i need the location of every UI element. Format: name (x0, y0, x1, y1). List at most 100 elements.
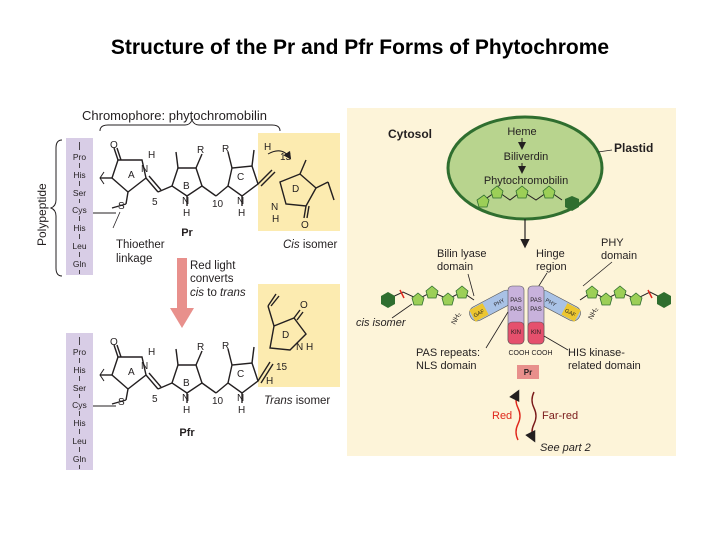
pentagon-ring (585, 285, 599, 299)
heme-label: Heme (507, 126, 536, 138)
atom-o: O (301, 220, 309, 231)
amino-acid: Gln (73, 454, 87, 464)
amino-acid: Cys (72, 400, 87, 410)
atom-s: S (118, 397, 125, 408)
gaf-label: GAF (563, 308, 576, 319)
amino-acid: Gln (73, 259, 87, 269)
pentagon-ring (411, 292, 425, 306)
far-red-label: Far-red (542, 410, 578, 422)
pr-amino-acids: Pro His Ser Cys His Leu Gln (72, 152, 87, 269)
conversion-arrow-shaft (177, 258, 187, 310)
pentagon-ring (476, 194, 490, 208)
pentagon-ring (599, 292, 613, 306)
left-hexagon (381, 292, 395, 308)
far-red-light-arrow (525, 391, 537, 443)
ring-label-a: A (128, 367, 135, 378)
cis-isomer-leader (391, 303, 413, 319)
atom-n: N (182, 393, 189, 404)
carbon-5: 5 (152, 394, 158, 405)
pr-badge (517, 365, 539, 379)
his-kinase-label: related domain (568, 360, 641, 372)
pfr-chromophore-structure (99, 293, 307, 405)
atom-h: H (272, 214, 279, 225)
gaf-domain-block (561, 303, 581, 322)
amino-acid: His (73, 365, 85, 375)
pentagon-ring (629, 292, 643, 306)
biosynthesis-pathway: Heme Biliverdin Phytochromobilin (484, 126, 568, 187)
conversion-arrow-head (170, 308, 194, 328)
carbon-15: 15 (280, 152, 292, 163)
chromophore-label: Chromophore: phytochromobilin (82, 108, 267, 123)
bilin-lyase-label: domain (437, 261, 473, 273)
amino-acid: Pro (73, 152, 87, 162)
atom-h: H (264, 142, 271, 153)
rotation-arrow (267, 150, 292, 160)
phy-label: PHY (493, 298, 506, 309)
plastid-label: Plastid (614, 141, 653, 155)
red-label: Red (492, 410, 512, 422)
cytosol-label: Cytosol (388, 127, 432, 141)
converts-label: converts (190, 273, 234, 285)
atom-n: N (182, 196, 189, 207)
atom-n: N (237, 393, 244, 404)
left-monomer-arm: GAF PHY (469, 289, 515, 322)
hinge-region-label: region (536, 261, 567, 273)
atom-r: R (222, 144, 229, 155)
pfr-ring-d-highlight (258, 284, 340, 387)
carbon-15: 15 (276, 362, 288, 373)
amino-acid: Pro (73, 347, 87, 357)
carbon-10: 10 (212, 199, 224, 210)
left-red-mark (399, 289, 405, 299)
kin-domain-left (507, 321, 525, 345)
his-kinase-leader (543, 335, 569, 351)
amino-acid: His (73, 418, 85, 428)
left-panel: Chromophore: phytochromobilin Polypeptid… (35, 108, 340, 470)
atom-h: H (238, 208, 245, 219)
plastid-leader (597, 149, 613, 153)
cooh-label: COOH (532, 350, 553, 357)
amino-acid: His (73, 223, 85, 233)
pr-chromophore-structure (99, 147, 335, 219)
pr-cis-isomer-label: Cis isomer (283, 239, 337, 251)
cooh-label: COOH (509, 350, 530, 357)
atom-n: N (141, 164, 148, 175)
kin-domain-right (527, 321, 545, 345)
chromophore-brace (99, 118, 281, 132)
pr-badge-label: Pr (524, 368, 532, 377)
dimer-stalks: PAS PAS PAS PAS KIN KIN COOH COOH (507, 285, 553, 357)
right-chromophore-rings (585, 285, 643, 306)
biliverdin-label: Biliverdin (504, 151, 549, 163)
pentagon-ring (542, 185, 556, 199)
pas-label: PAS (510, 307, 522, 313)
pr-ring-d-highlight (258, 133, 340, 231)
hinge-region-label: Hinge (536, 248, 565, 260)
atom-n: N (237, 196, 244, 207)
phy-domain-label: domain (601, 250, 637, 262)
atom-n: N (141, 361, 148, 372)
carbon-5: 5 (152, 197, 158, 208)
phy-label: PHY (544, 298, 557, 309)
his-kinase-label: HIS kinase- (568, 347, 625, 359)
pentagon-ring (490, 185, 504, 199)
atom-r: R (197, 342, 204, 353)
atom-o: O (110, 140, 118, 151)
pas-repeats-leader (485, 311, 509, 349)
ring-label-c: C (237, 369, 244, 380)
pentagon-ring (455, 285, 469, 299)
amino-acid: Ser (73, 188, 86, 198)
bilin-lyase-leader (467, 273, 475, 297)
ring-label-d: D (282, 330, 289, 341)
atom-s: S (118, 201, 125, 212)
pfr-trans-isomer-label: Trans isomer (264, 395, 330, 407)
pfr-atom-labels: O N H A B C D R R N H N H S 5 10 15 H O … (110, 300, 313, 416)
ring-label-a: A (128, 170, 135, 181)
cis-to-trans-label: cis to trans (190, 287, 246, 299)
pr-label: Pr (181, 227, 193, 239)
plastid-chromophore-rings (476, 185, 556, 208)
right-panel: Cytosol Plastid Heme Biliverdin Phytochr… (347, 108, 676, 456)
ring-label-b: B (183, 378, 190, 389)
atom-h: H (183, 208, 190, 219)
phy-domain-label: PHY (601, 237, 624, 249)
right-red-mark (647, 289, 653, 299)
pas-label: PAS (510, 298, 522, 304)
